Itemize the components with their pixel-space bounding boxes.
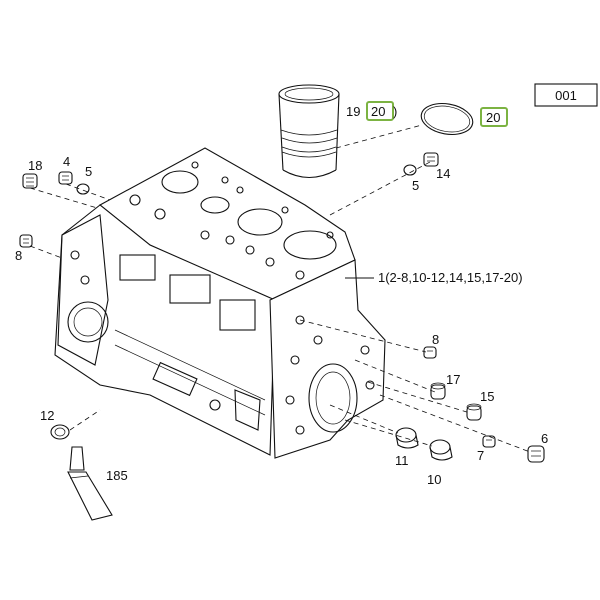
o-ring[interactable]	[419, 100, 475, 139]
plug-18[interactable]	[22, 173, 38, 189]
bushing-15[interactable]	[466, 403, 482, 421]
callout-14: 14	[436, 166, 450, 181]
callout-18: 18	[28, 158, 42, 173]
engine-block[interactable]	[54, 147, 386, 459]
svg-text:): )	[393, 104, 397, 119]
plug-8b[interactable]	[423, 346, 437, 359]
callout-17: 17	[446, 372, 460, 387]
washer-5b[interactable]	[403, 164, 417, 176]
callout-7: 7	[477, 448, 484, 463]
callout-15: 15	[480, 389, 494, 404]
seal-12[interactable]	[50, 424, 70, 440]
plug-8a[interactable]	[19, 234, 33, 248]
callout-20a: 20	[371, 104, 385, 119]
plug-7[interactable]	[482, 435, 496, 448]
callout-12: 12	[40, 408, 54, 423]
bearing-11[interactable]	[395, 427, 419, 449]
page-number-label: 001	[555, 88, 577, 103]
plug-14[interactable]	[423, 152, 439, 167]
callout-10: 10	[427, 472, 441, 487]
callout-11: 11	[395, 453, 409, 468]
callout-5a: 5	[85, 164, 92, 179]
callout-4: 4	[63, 154, 70, 169]
callout-20b: 20	[486, 110, 500, 125]
callout-8a: 8	[15, 248, 22, 263]
plug-4[interactable]	[58, 171, 73, 185]
bushing-17[interactable]	[430, 382, 446, 400]
leader-oring	[335, 124, 423, 149]
highlight-box-20a	[366, 101, 394, 121]
callout-8b: 8	[432, 332, 439, 347]
bearing-10[interactable]	[429, 439, 453, 461]
callout-5b: 5	[412, 178, 419, 193]
callout-6: 6	[541, 431, 548, 446]
callout-185: 185	[106, 468, 128, 483]
page-number-box[interactable]: 001	[534, 83, 598, 107]
assembly-label: 1(2-8,10-12,14,15,17-20)	[378, 270, 523, 285]
plug-6[interactable]	[527, 445, 545, 463]
cylinder-liner[interactable]	[278, 84, 340, 179]
washer-5a[interactable]	[76, 183, 90, 195]
sealant-tube-185[interactable]	[67, 446, 113, 521]
callout-19: 19	[346, 104, 360, 119]
highlight-box-20b	[480, 107, 508, 127]
